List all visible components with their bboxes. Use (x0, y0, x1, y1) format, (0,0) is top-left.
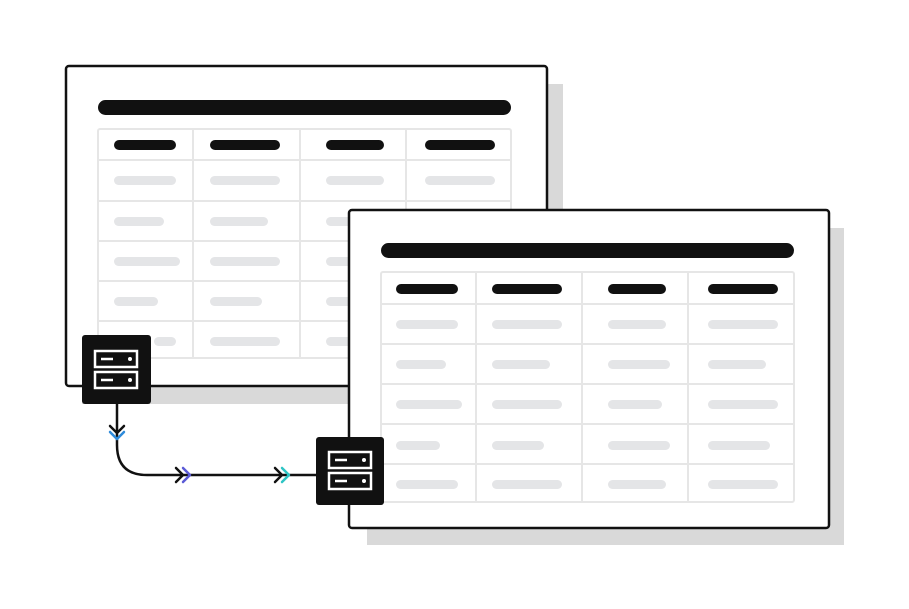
chevron-right-accent (280, 466, 291, 484)
server-icon (316, 437, 384, 505)
target-row (396, 360, 766, 369)
source-header-cell (210, 140, 280, 150)
chevron-down-accent (108, 430, 126, 441)
target-table-rows (396, 320, 778, 489)
target-header-cell (396, 284, 458, 294)
source-table-grid (97, 128, 512, 359)
target-table-window (347, 208, 844, 545)
chevron-down-icon (108, 424, 126, 435)
target-server-icon (316, 437, 384, 505)
source-header-cell (326, 140, 384, 150)
connector-line (115, 400, 319, 477)
target-header-cell (492, 284, 562, 294)
target-row (396, 320, 778, 329)
source-header-cell (114, 140, 176, 150)
server-icon (82, 335, 151, 404)
source-row (114, 176, 495, 185)
target-row (396, 400, 778, 409)
chevron-right-icon (174, 466, 185, 484)
target-row (396, 441, 770, 450)
source-header-cell (425, 140, 495, 150)
source-row (114, 257, 366, 266)
source-table-header (114, 140, 495, 150)
source-row (114, 217, 366, 226)
target-header-cell (608, 284, 666, 294)
chevron-right-accent (181, 466, 192, 484)
target-header-cell (708, 284, 778, 294)
source-table-title-bar (98, 100, 511, 115)
chevron-right-icon (273, 466, 284, 484)
source-row (114, 297, 366, 306)
target-table-grid (380, 271, 795, 503)
source-table-rows (114, 176, 495, 346)
replication-connector (108, 400, 319, 484)
target-row (396, 480, 778, 489)
target-table-title-bar (381, 243, 794, 258)
target-table-header (396, 284, 778, 294)
source-server-icon (82, 335, 151, 404)
